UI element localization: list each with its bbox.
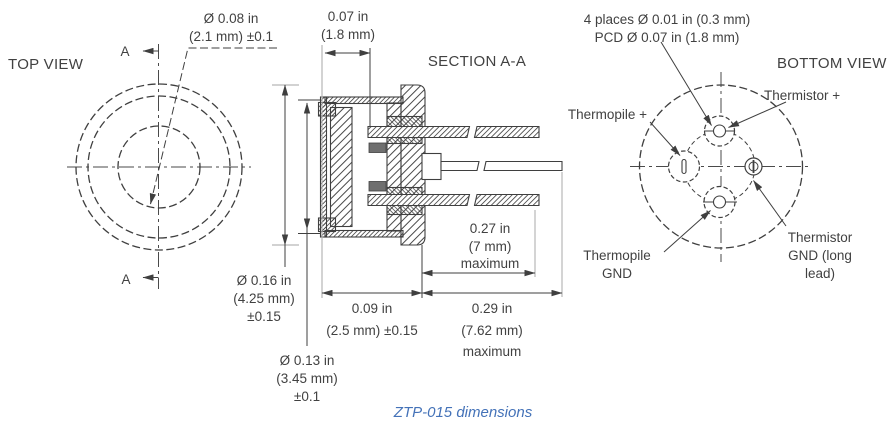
outer-dia-line1: Ø 0.16 in <box>237 273 292 288</box>
can-wall-bottom <box>324 229 404 238</box>
thermopile-gnd-label-line2: GND <box>602 266 632 281</box>
sensor-chip-bottom <box>368 181 387 192</box>
bottom-view: BOTTOM VIEW 4 <box>568 12 887 281</box>
filter-window <box>329 106 353 228</box>
middle-pin-collar <box>421 152 442 181</box>
can-inner-circle <box>87 95 231 239</box>
pin-thermopile-gnd <box>703 185 737 219</box>
holes-dim-line2: PCD Ø 0.07 in (1.8 mm) <box>595 30 740 45</box>
thermopile-plus-leader <box>649 121 681 156</box>
aperture-dim-line1: Ø 0.08 in <box>204 11 259 26</box>
top-view-title: TOP VIEW <box>8 56 84 73</box>
aperture-leader-line <box>149 47 277 205</box>
window-dim-line2: (1.8 mm) <box>321 27 375 42</box>
thermistor-gnd-label-line1: Thermistor <box>788 230 853 245</box>
pin-lead-bottom <box>367 193 540 207</box>
holes-dim-line1: 4 places Ø 0.01 in (0.3 mm) <box>584 12 751 27</box>
top-view: TOP VIEW A A Ø 0.08 in (2.1 mm) ±0.1 <box>8 11 277 289</box>
thermistor-plus-label: Thermistor + <box>764 88 840 103</box>
window-dim-line1: 0.07 in <box>328 9 369 24</box>
outer-dia-line2: (4.25 mm) <box>233 291 295 306</box>
can-depth-line1: 0.09 in <box>352 301 393 316</box>
section-marker-a-bottom: A <box>121 272 130 287</box>
thermopile-gnd-leader <box>663 210 711 253</box>
can-depth-line2: (2.5 mm) ±0.15 <box>326 323 417 338</box>
sensor-chip-top <box>368 142 387 153</box>
short-lead-line2: (7 mm) <box>469 239 512 254</box>
figure-caption: ZTP-015 dimensions <box>393 404 533 421</box>
long-lead-line2: (7.62 mm) <box>461 323 523 338</box>
long-lead-line3: maximum <box>463 344 522 359</box>
short-lead-line3: maximum <box>461 256 520 271</box>
section-marker-a-top: A <box>120 44 129 59</box>
inner-dia-line2: (3.45 mm) <box>276 371 338 386</box>
pin-thermistor-gnd-long-lead <box>744 157 763 176</box>
holes-leader-line <box>660 41 712 126</box>
thermistor-gnd-label-line3: lead) <box>805 266 835 281</box>
thermistor-plus-leader <box>728 101 787 128</box>
thermistor-gnd-label-line2: GND (long <box>788 248 852 263</box>
outer-dia-line3: ±0.15 <box>247 309 281 324</box>
bottom-view-title: BOTTOM VIEW <box>777 55 887 72</box>
thermistor-gnd-leader <box>753 180 787 227</box>
header-flange <box>400 84 426 246</box>
inner-dia-line1: Ø 0.13 in <box>280 353 335 368</box>
can-wall-top <box>324 96 404 105</box>
pin-thermopile-plus <box>667 150 701 183</box>
thermopile-plus-label: Thermopile + <box>568 107 647 122</box>
pin-lead-top <box>367 125 540 139</box>
aperture-dim-line2: (2.1 mm) ±0.1 <box>189 29 273 44</box>
can-outer-circle <box>75 83 243 251</box>
thermopile-gnd-label-line1: Thermopile <box>583 248 651 263</box>
inner-dia-line3: ±0.1 <box>294 389 320 404</box>
long-lead-slot <box>752 160 755 173</box>
pin-thermistor-plus <box>703 115 736 147</box>
aperture-circle <box>117 125 201 209</box>
section-dimensions: 0.07 in (1.8 mm) Ø 0.16 in (4.25 mm) ±0.… <box>233 9 563 404</box>
section-view: SECTION A-A <box>317 53 563 246</box>
can-front-wall <box>319 96 328 238</box>
package-outline-circle <box>638 84 804 249</box>
long-lead-line1: 0.29 in <box>472 301 513 316</box>
pin-lead-middle-long <box>421 152 563 181</box>
short-lead-line1: 0.27 in <box>470 221 511 236</box>
section-view-title: SECTION A-A <box>428 53 526 70</box>
